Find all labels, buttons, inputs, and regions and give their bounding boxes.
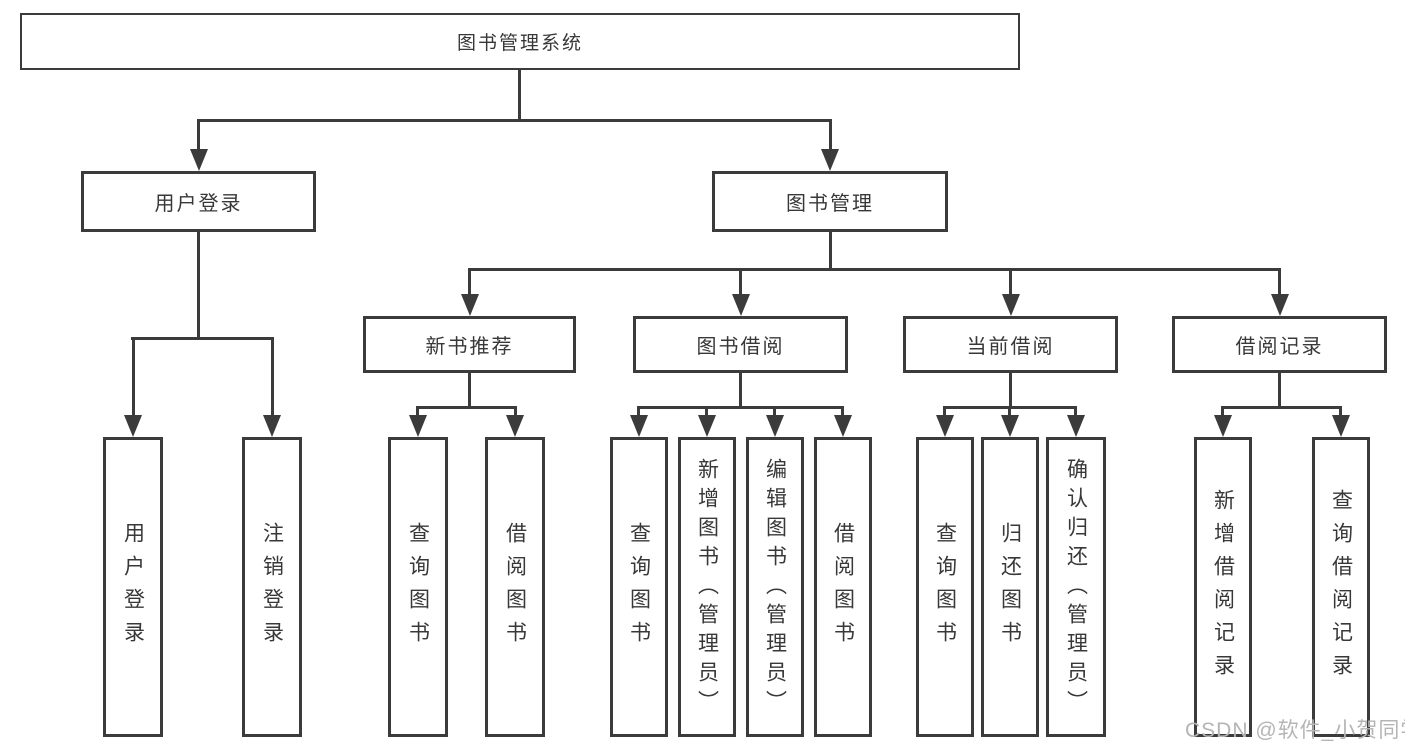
connector-line	[1221, 406, 1224, 418]
connector-line	[468, 268, 471, 297]
arrow-down-icon	[1002, 294, 1020, 316]
node-library-management-system: 图书管理系统	[20, 13, 1020, 70]
connector-line	[739, 268, 742, 297]
connector-line	[943, 406, 946, 418]
arrow-down-icon	[630, 415, 648, 437]
arrow-down-icon	[1332, 415, 1350, 437]
arrow-down-icon	[461, 294, 479, 316]
connector-line	[416, 406, 419, 418]
arrow-down-icon	[263, 415, 281, 437]
arrow-down-icon	[1271, 294, 1289, 316]
node-book-management: 图书管理	[712, 171, 948, 232]
connector-line	[197, 232, 200, 338]
connector-line	[637, 406, 640, 418]
connector-line	[468, 373, 471, 406]
arrow-down-icon	[190, 149, 208, 171]
node-query-books-recommend: 查询图书	[388, 437, 448, 737]
connector-line	[514, 406, 517, 418]
arrow-down-icon	[936, 415, 954, 437]
connector-line	[841, 406, 844, 418]
connector-line	[1221, 406, 1342, 409]
connector-line	[1278, 268, 1281, 297]
node-query-borrow-record: 查询借阅记录	[1312, 437, 1370, 737]
node-add-borrow-record: 新增借阅记录	[1194, 437, 1252, 737]
watermark-text: CSDN @软件_小贺同学	[1185, 719, 1405, 742]
arrow-down-icon	[1214, 415, 1232, 437]
connector-line	[705, 406, 708, 418]
arrow-down-icon	[821, 149, 839, 171]
connector-line	[271, 337, 274, 421]
node-edit-books-admin: 编辑图书（管理员）	[746, 437, 804, 737]
node-book-borrowing: 图书借阅	[633, 316, 848, 373]
node-add-books-admin: 新增图书（管理员）	[678, 437, 736, 737]
node-user-login: 用户登录	[81, 171, 316, 232]
node-return-books: 归还图书	[981, 437, 1039, 737]
connector-line	[829, 232, 832, 268]
arrow-down-icon	[698, 415, 716, 437]
connector-line	[197, 119, 200, 152]
arrow-down-icon	[834, 415, 852, 437]
connector-line	[518, 69, 521, 120]
node-borrowing-records: 借阅记录	[1172, 316, 1387, 373]
node-borrow-books-borrowing: 借阅图书	[814, 437, 872, 737]
arrow-down-icon	[1001, 415, 1019, 437]
connector-line	[131, 337, 274, 340]
connector-line	[773, 406, 776, 418]
connector-line	[416, 406, 517, 409]
connector-line	[1009, 268, 1012, 297]
arrow-down-icon	[506, 415, 524, 437]
node-borrow-books-recommend: 借阅图书	[485, 437, 545, 737]
arrow-down-icon	[409, 415, 427, 437]
arrow-down-icon	[1067, 415, 1085, 437]
node-query-books-current: 查询图书	[916, 437, 974, 737]
connector-line	[197, 119, 832, 122]
node-user-login-action: 用户登录	[103, 437, 163, 737]
node-logout: 注销登录	[242, 437, 302, 737]
connector-line	[1339, 406, 1342, 418]
connector-line	[132, 337, 135, 421]
arrow-down-icon	[766, 415, 784, 437]
node-current-borrowing: 当前借阅	[903, 316, 1118, 373]
arrow-down-icon	[124, 415, 142, 437]
node-new-book-recommendation: 新书推荐	[363, 316, 576, 373]
connector-line	[1008, 406, 1011, 418]
connector-line	[1074, 406, 1077, 418]
connector-line	[1278, 373, 1281, 406]
connector-line	[739, 373, 742, 406]
node-confirm-return-admin: 确认归还（管理员）	[1046, 437, 1106, 737]
connector-line	[468, 268, 1281, 271]
arrow-down-icon	[732, 294, 750, 316]
connector-line	[637, 406, 844, 409]
node-query-books-borrowing: 查询图书	[610, 437, 668, 737]
connector-line	[1009, 373, 1012, 406]
connector-line	[829, 119, 832, 152]
